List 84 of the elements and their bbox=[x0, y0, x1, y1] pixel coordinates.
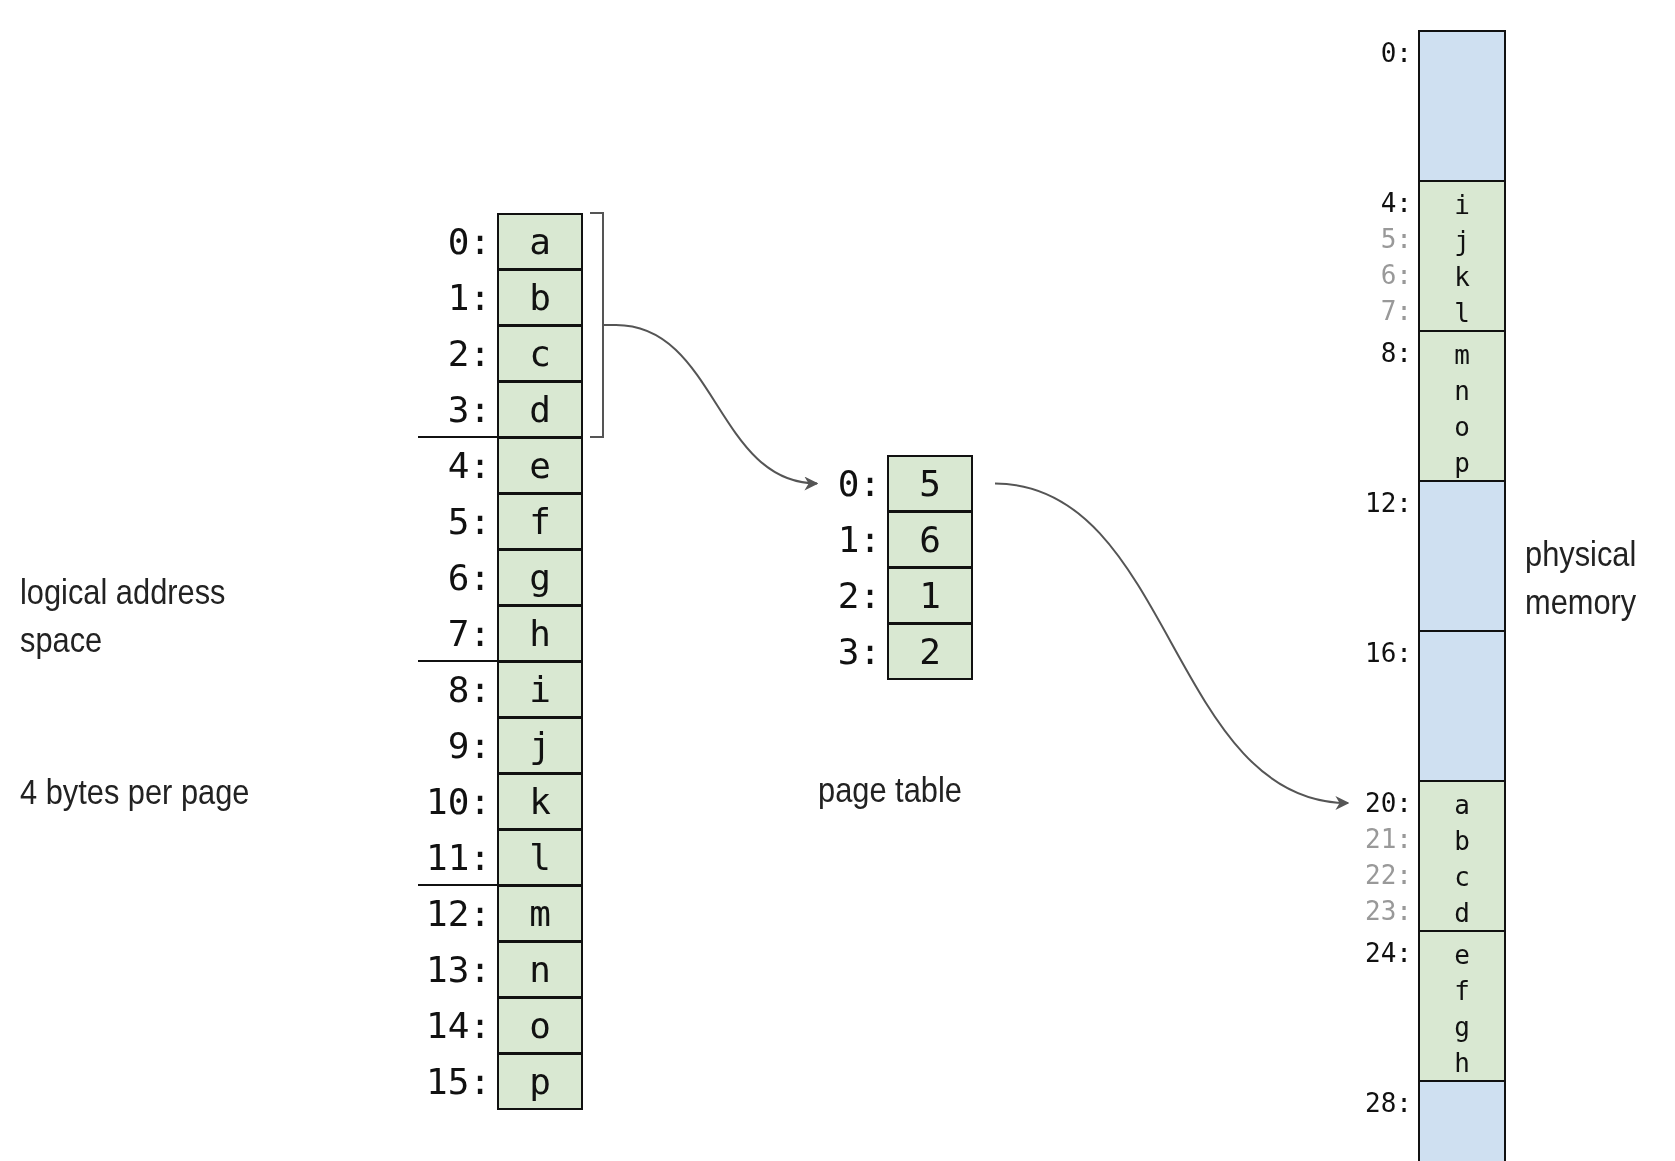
byte-letter: g bbox=[1453, 1012, 1471, 1042]
byte-letter: d bbox=[1453, 898, 1471, 928]
address-label: 5: bbox=[1380, 223, 1412, 255]
address-label: 16: bbox=[1365, 637, 1412, 669]
memory-cell: 2 bbox=[887, 623, 973, 680]
byte-letter: j bbox=[1453, 226, 1471, 256]
address-label: 24: bbox=[1365, 937, 1412, 969]
address-label: 23: bbox=[1365, 895, 1412, 927]
address-label: 4: bbox=[447, 444, 491, 487]
arrow bbox=[994, 482, 1350, 808]
address-label: 2: bbox=[447, 332, 491, 375]
address-label: 6: bbox=[1380, 259, 1412, 291]
address-label: 1: bbox=[837, 518, 881, 561]
address-label: 12: bbox=[1365, 487, 1412, 519]
caption-label: page table bbox=[818, 769, 963, 811]
memory-cell: e bbox=[497, 437, 583, 494]
address-label: 6: bbox=[447, 556, 491, 599]
address-label: 9: bbox=[447, 724, 491, 767]
byte-letter: e bbox=[1453, 940, 1471, 970]
address-label: 4: bbox=[1380, 187, 1412, 219]
address-label: 28: bbox=[1365, 1087, 1412, 1119]
memory-cell: p bbox=[497, 1053, 583, 1110]
address-label: 0: bbox=[1380, 37, 1412, 69]
address-label: 0: bbox=[837, 462, 881, 505]
arrow bbox=[615, 324, 819, 489]
address-label: 0: bbox=[447, 220, 491, 263]
byte-letter: n bbox=[1453, 376, 1471, 406]
address-label: 7: bbox=[1380, 295, 1412, 327]
byte-letter: l bbox=[1453, 298, 1471, 328]
address-label: 7: bbox=[447, 612, 491, 655]
memory-frame bbox=[1418, 630, 1506, 782]
byte-letter: o bbox=[1453, 412, 1471, 442]
address-label: 15: bbox=[425, 1060, 491, 1103]
memory-frame bbox=[1418, 930, 1506, 1082]
memory-frame bbox=[1418, 330, 1506, 482]
memory-cell: j bbox=[497, 717, 583, 774]
memory-cell: 6 bbox=[887, 511, 973, 568]
byte-letter: k bbox=[1453, 262, 1471, 292]
memory-cell: a bbox=[497, 213, 583, 270]
memory-cell: 5 bbox=[887, 455, 973, 512]
address-label: 3: bbox=[837, 630, 881, 673]
memory-cell: k bbox=[497, 773, 583, 830]
byte-letter: h bbox=[1453, 1048, 1471, 1078]
memory-cell: o bbox=[497, 997, 583, 1054]
memory-cell: h bbox=[497, 605, 583, 662]
memory-cell: n bbox=[497, 941, 583, 998]
address-label: 12: bbox=[425, 892, 491, 935]
memory-cell: f bbox=[497, 493, 583, 550]
address-label: 8: bbox=[447, 668, 491, 711]
address-label: 21: bbox=[1365, 823, 1412, 855]
memory-cell: 1 bbox=[887, 567, 973, 624]
memory-frame bbox=[1418, 780, 1506, 932]
memory-frame bbox=[1418, 30, 1506, 182]
memory-cell: i bbox=[497, 661, 583, 718]
memory-cell: l bbox=[497, 829, 583, 886]
bracket bbox=[589, 212, 617, 438]
address-label: 20: bbox=[1365, 787, 1412, 819]
byte-letter: a bbox=[1453, 790, 1471, 820]
memory-frame bbox=[1418, 480, 1506, 632]
address-label: 2: bbox=[837, 574, 881, 617]
byte-letter: i bbox=[1453, 190, 1471, 220]
byte-letter: c bbox=[1453, 862, 1471, 892]
memory-cell: d bbox=[497, 381, 583, 438]
address-label: 22: bbox=[1365, 859, 1412, 891]
byte-letter: m bbox=[1453, 340, 1471, 370]
caption-label: physical memory bbox=[1525, 533, 1638, 623]
address-label: 3: bbox=[447, 388, 491, 431]
memory-cell: c bbox=[497, 325, 583, 382]
memory-cell: m bbox=[497, 885, 583, 942]
memory-cell: b bbox=[497, 269, 583, 326]
caption-label: logical address space bbox=[20, 571, 227, 661]
memory-frame bbox=[1418, 180, 1506, 332]
memory-cell: g bbox=[497, 549, 583, 606]
address-label: 1: bbox=[447, 276, 491, 319]
caption-label: 4 bytes per page bbox=[20, 771, 251, 813]
address-label: 13: bbox=[425, 948, 491, 991]
byte-letter: b bbox=[1453, 826, 1471, 856]
address-label: 5: bbox=[447, 500, 491, 543]
address-label: 8: bbox=[1380, 337, 1412, 369]
address-label: 11: bbox=[425, 836, 491, 879]
byte-letter: f bbox=[1453, 976, 1471, 1006]
address-label: 10: bbox=[425, 780, 491, 823]
address-label: 14: bbox=[425, 1004, 491, 1047]
byte-letter: p bbox=[1453, 448, 1471, 478]
